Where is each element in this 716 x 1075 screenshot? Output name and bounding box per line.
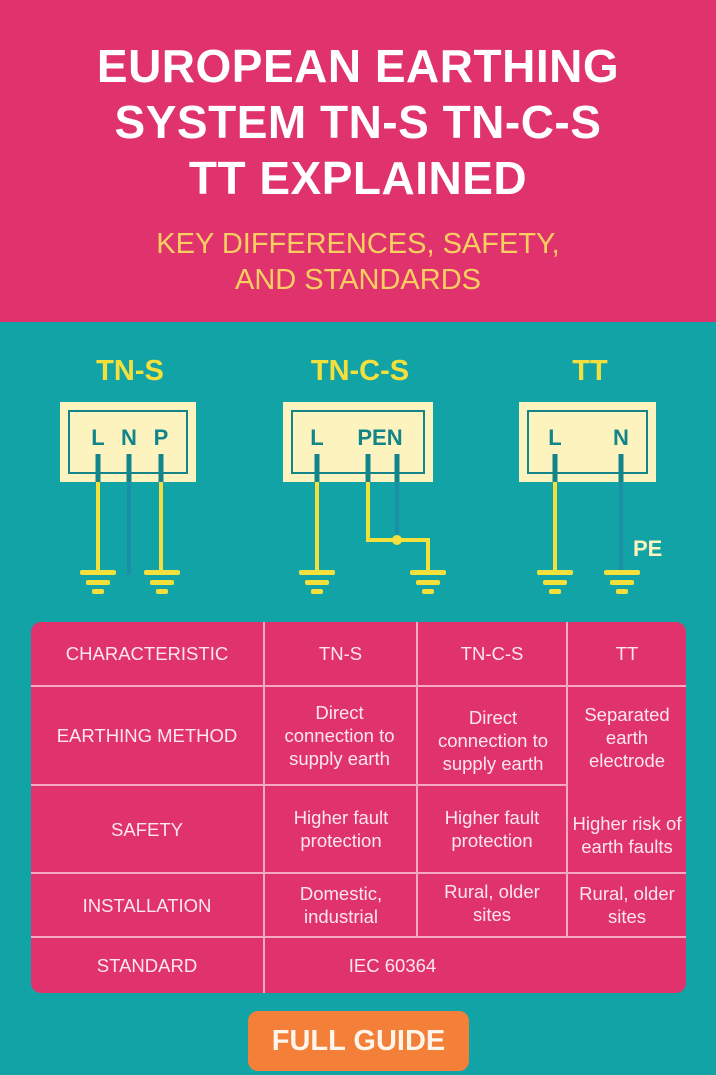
cell-safety-tn-c-s: Higher fault protection — [444, 807, 540, 851]
terminal-p: P — [154, 425, 169, 450]
tt-schematic-icon: L N — [519, 402, 656, 594]
cell-earthing-tt: Separated earth electrode — [584, 703, 670, 771]
cell-earthing-tn-c-s: Direct connection to supply earth — [437, 707, 549, 774]
terminal-n: N — [613, 425, 629, 450]
full-guide-button[interactable]: FULL GUIDE — [248, 1011, 469, 1071]
cell-installation-tn-c-s: Rural, older sites — [444, 881, 540, 925]
row-label-safety: SAFETY — [111, 818, 183, 840]
header-tn-s: TN-S — [318, 643, 363, 664]
terminal-l: L — [310, 425, 323, 450]
terminal-n: N — [121, 425, 137, 450]
page-title: EUROPEAN EARTHING SYSTEM TN-S TN-C-S TT … — [0, 38, 716, 206]
subtitle-line-1: KEY DIFFERENCES, SAFETY, — [156, 228, 560, 260]
title-line-1: EUROPEAN EARTHING — [96, 40, 620, 92]
terminal-l: L — [91, 425, 104, 450]
cell-earthing-tn-s: Direct connection to supply earth — [284, 702, 395, 769]
title-line-2: SYSTEM TN-S TN-C-S — [114, 96, 602, 148]
header-tt: TT — [615, 643, 639, 664]
diagram-label-tt: TT — [572, 355, 608, 387]
header-characteristic: CHARACTERISTIC — [65, 643, 229, 664]
header-tn-c-s: TN-C-S — [460, 643, 524, 664]
cell-installation-tt: Rural, older sites — [579, 883, 675, 927]
diagram-label-tn-c-s: TN-C-S — [310, 355, 410, 387]
tn-s-schematic-icon: L N P — [60, 402, 196, 594]
terminal-pen: PEN — [357, 425, 402, 450]
cell-safety-tt: Higher risk of earth faults — [572, 813, 682, 857]
row-label-installation: INSTALLATION — [82, 894, 212, 916]
header-banner: EUROPEAN EARTHING SYSTEM TN-S TN-C-S TT … — [0, 0, 716, 322]
cell-standard-merged: IEC 60364 — [348, 955, 437, 976]
row-label-earthing-method: EARTHING METHOD — [56, 725, 238, 746]
title-line-3: TT EXPLAINED — [188, 152, 528, 204]
pe-label: PE — [633, 536, 663, 561]
page-subtitle: KEY DIFFERENCES, SAFETY, AND STANDARDS — [0, 226, 716, 298]
cell-installation-tn-s: Domestic, industrial — [299, 883, 383, 927]
comparison-table: CHARACTERISTIC TN-S TN-C-S TT EARTHING M… — [31, 622, 686, 993]
subtitle-line-2: AND STANDARDS — [235, 264, 481, 296]
row-label-standard: STANDARD — [96, 955, 198, 976]
cell-safety-tn-s: Higher fault protection — [293, 807, 389, 851]
terminal-l: L — [548, 425, 561, 450]
tn-c-s-schematic-icon: L PEN — [283, 402, 446, 594]
diagram-label-tn-s: TN-S — [96, 355, 164, 387]
